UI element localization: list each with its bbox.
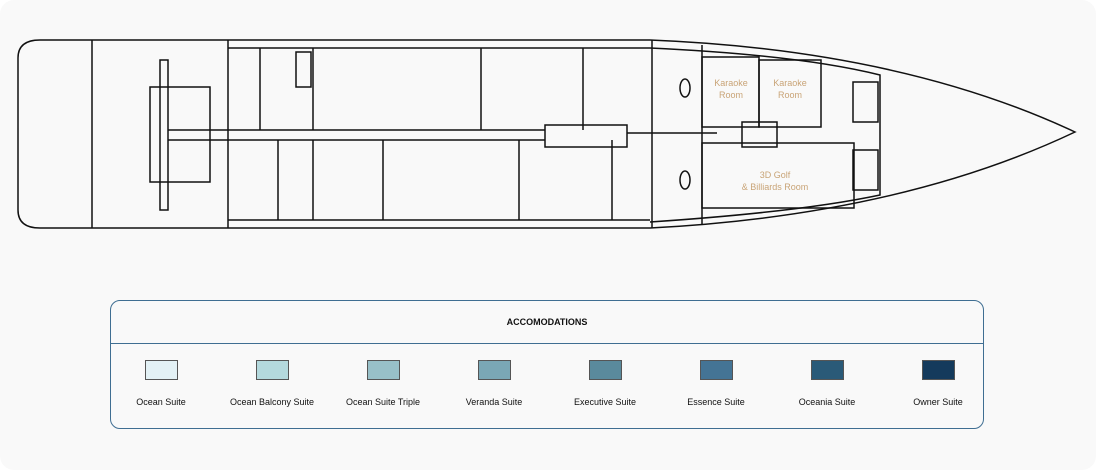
accommodations-legend: ACCOMODATIONS Ocean Suite Ocean Balcony S… (110, 300, 984, 429)
legend-swatch (699, 360, 733, 380)
legend-swatch (810, 360, 844, 380)
legend-item: Ocean Suite Triple (323, 344, 443, 407)
karaoke-room-2-label-line2: Room (778, 90, 802, 100)
legend-label: Oceania Suite (798, 397, 856, 407)
legend-label: Essence Suite (687, 397, 745, 407)
golf-room-label-line2: & Billiards Room (742, 182, 809, 192)
legend-swatch (477, 360, 511, 380)
karaoke-room-1-label: Karaoke (714, 78, 748, 88)
legend-swatch (921, 360, 955, 380)
legend-label: Veranda Suite (465, 397, 523, 407)
legend-item: Essence Suite (656, 344, 776, 407)
legend-label: Ocean Suite Triple (345, 397, 421, 407)
legend-item: Ocean Suite (101, 344, 221, 407)
karaoke-room-1-label-line2: Room (719, 90, 743, 100)
karaoke-room-2-label: Karaoke (773, 78, 807, 88)
legend-label: Ocean Suite (136, 397, 186, 407)
inner-hull (649, 47, 881, 223)
legend-item: Ocean Balcony Suite (212, 344, 332, 407)
legend-label: Executive Suite (573, 397, 637, 407)
legend-item: Oceania Suite (767, 344, 887, 407)
deck-plan: Karaoke Room Karaoke Room 3D Golf & Bill… (17, 39, 1077, 229)
legend-label: Ocean Balcony Suite (229, 397, 315, 407)
legend-item: Executive Suite (545, 344, 665, 407)
legend-item: Owner Suite (878, 344, 998, 407)
legend-swatch (366, 360, 400, 380)
legend-label: Owner Suite (913, 397, 963, 407)
legend-item: Veranda Suite (434, 344, 554, 407)
golf-room-label: 3D Golf (760, 170, 791, 180)
hull-outline (17, 39, 1077, 229)
legend-swatch (255, 360, 289, 380)
legend-title: ACCOMODATIONS (111, 301, 983, 344)
legend-swatch (588, 360, 622, 380)
legend-swatch (144, 360, 178, 380)
